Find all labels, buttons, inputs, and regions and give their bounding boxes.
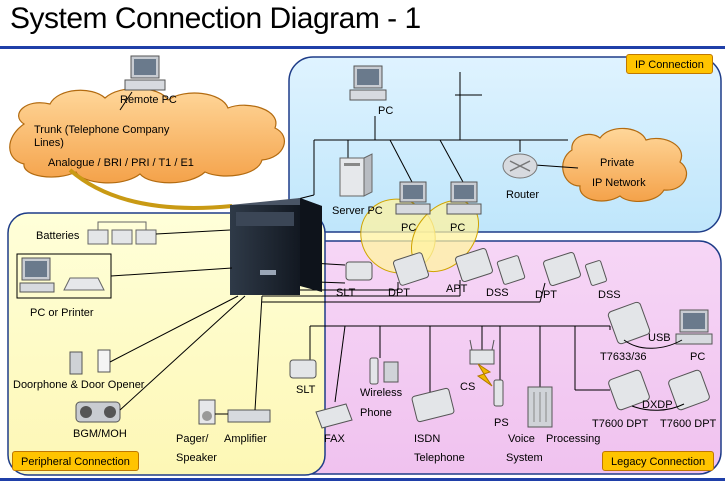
t7633-icon (607, 301, 651, 345)
dss-b-icon (585, 260, 607, 286)
cs-icon (469, 339, 495, 387)
server-pc-label: Server PC (332, 205, 383, 217)
dss-a-icon (496, 255, 526, 285)
isdn-phone-icon (411, 387, 455, 423)
ps-icon (493, 379, 504, 407)
slt-top-icon (345, 261, 373, 281)
trunk-types-label: Analogue / BRI / PRI / T1 / E1 (48, 157, 194, 169)
dpt-b-label: DPT (535, 289, 557, 301)
private-ip-cloud (562, 127, 687, 202)
private-network-label-line2: IP Network (592, 177, 646, 189)
bgm-label: BGM/MOH (73, 428, 127, 440)
pc-top-icon (349, 65, 387, 101)
pc-b-icon (446, 181, 482, 215)
legacy-connection-tag: Legacy Connection (602, 451, 715, 471)
pager-label-line1: Pager/ (176, 433, 209, 445)
isdn-label-line2: Telephone (414, 452, 465, 464)
trunk-cloud-label-line2: Lines) (34, 137, 64, 149)
trunk-cloud-label-line1: Trunk (Telephone Company (34, 124, 170, 136)
t7633-label: T7633/36 (600, 351, 646, 363)
peripheral-pc-icon (19, 257, 55, 293)
pager-icon (198, 399, 216, 425)
voice-label-line1: Voice (508, 433, 535, 445)
peripheral-connection-tag: Peripheral Connection (12, 451, 139, 471)
printer-icon (63, 277, 105, 291)
dxdp-link (631, 403, 685, 411)
wireless-phone-icon (369, 357, 399, 385)
pc-a-icon (395, 181, 431, 215)
slt-bottom-icon (289, 359, 317, 379)
dxdp-label: DXDP (642, 399, 673, 411)
cs-label: CS (460, 381, 475, 393)
private-network-label-line1: Private (600, 157, 634, 169)
batteries-icon (87, 221, 157, 245)
trunk-line (68, 168, 233, 210)
pc-right-icon (675, 309, 713, 345)
t7600-b-label: T7600 DPT (660, 418, 717, 430)
amplifier-label: Amplifier (224, 433, 267, 445)
batteries-label: Batteries (36, 230, 80, 242)
pc-b-label: PC (450, 222, 465, 234)
usb-label: USB (648, 332, 671, 344)
pc-or-printer-label: PC or Printer (30, 307, 94, 319)
remote-pc-icon (124, 55, 166, 91)
pc-a-label: PC (401, 222, 416, 234)
dss-a-label: DSS (486, 287, 509, 299)
fax-icon (315, 403, 353, 429)
router-icon (502, 153, 538, 179)
slt-top-label: SLT (336, 287, 356, 299)
bgm-icon (75, 401, 121, 423)
server-pc-icon (339, 153, 373, 197)
dpt-top-icon (392, 252, 430, 286)
page-title: System Connection Diagram - 1 (10, 2, 421, 35)
voice-label-line2: System (506, 452, 543, 464)
voice-processing-icon (527, 386, 553, 428)
pbx-unit (230, 198, 322, 295)
remote-pc-label: Remote PC (120, 94, 177, 106)
remote-pc-line (119, 91, 133, 111)
wireless-label-line1: Wireless (360, 387, 403, 399)
dpt-top-label: DPT (388, 287, 410, 299)
pc-right-label: PC (690, 351, 705, 363)
pc-top-label: PC (378, 105, 393, 117)
apt-label: APT (446, 283, 468, 295)
doorphone-icon (69, 349, 111, 375)
t7600-a-label: T7600 DPT (592, 418, 649, 430)
wireless-label-line2: Phone (360, 407, 392, 419)
bottom-rule (0, 478, 725, 481)
isdn-label-line1: ISDN (414, 433, 440, 445)
slt-bottom-label: SLT (296, 384, 316, 396)
amplifier-icon (227, 409, 271, 423)
ps-label: PS (494, 417, 509, 429)
fax-label: FAX (324, 433, 345, 445)
title-rule (0, 46, 725, 49)
dss-b-label: DSS (598, 289, 621, 301)
t7600-b-icon (668, 369, 710, 411)
router-label: Router (506, 189, 539, 201)
processing-label: Processing (546, 433, 600, 445)
ip-connection-tag: IP Connection (626, 54, 713, 74)
t7600-a-icon (608, 369, 650, 411)
doorphone-label: Doorphone & Door Opener (13, 379, 145, 391)
dpt-b-icon (543, 251, 581, 287)
trunk-cloud (9, 87, 285, 184)
apt-icon (455, 247, 493, 283)
usb-link (623, 339, 683, 349)
pager-label-line2: Speaker (176, 452, 217, 464)
